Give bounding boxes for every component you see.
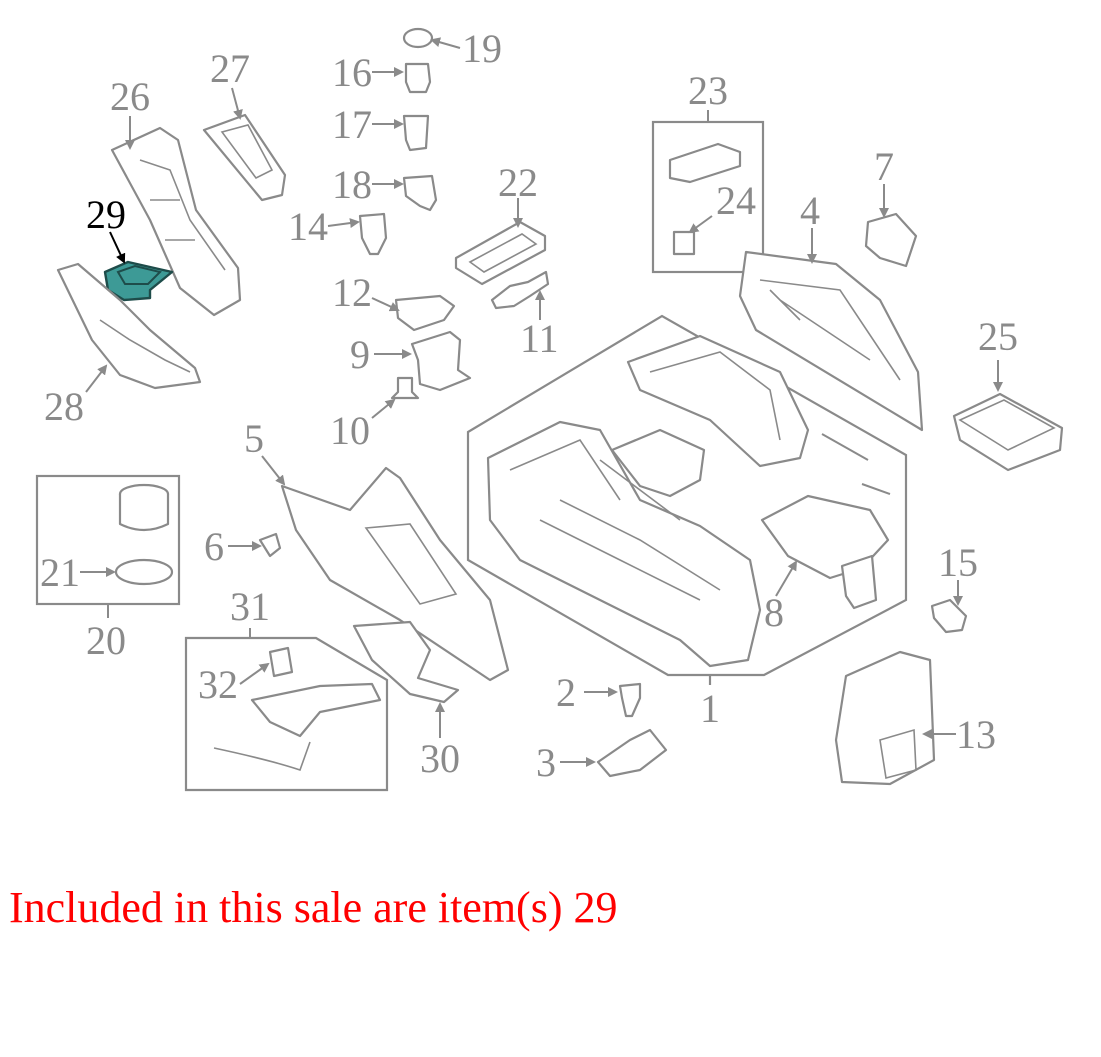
arrow-14 — [327, 218, 360, 229]
callout-26: 26 — [110, 74, 150, 119]
callout-32: 32 — [198, 662, 238, 707]
callout-2: 2 — [556, 670, 576, 715]
callout-7: 7 — [874, 144, 894, 189]
part-27-detail — [220, 124, 274, 180]
arrow-8 — [775, 560, 798, 597]
arrow-32 — [239, 662, 270, 685]
part-1-detail — [509, 439, 721, 601]
part-26-detail — [139, 159, 226, 271]
part-19-cap — [402, 27, 434, 49]
part-16-insert — [404, 62, 432, 94]
callout-9: 9 — [350, 332, 370, 377]
callout-13: 13 — [956, 712, 996, 757]
callout-16: 16 — [332, 50, 372, 95]
part-28-detail — [99, 319, 191, 373]
part-5-detail — [364, 523, 458, 605]
part-15-plug — [930, 598, 968, 634]
part-3-bracket — [596, 728, 668, 778]
part-1-console-frame — [486, 420, 762, 668]
part-1-upper-frame — [626, 334, 810, 468]
part-1-cup-holder — [610, 428, 706, 498]
part-28-side-trim — [56, 262, 202, 390]
callout-19: 19 — [462, 26, 502, 71]
part-20-ring-body — [118, 494, 170, 532]
part-26-shifter-bezel — [110, 126, 242, 317]
callout-22: 22 — [498, 160, 538, 205]
callout-27: 27 — [210, 46, 250, 91]
part-22-tray — [454, 220, 547, 286]
part-22-detail — [468, 233, 538, 273]
sale-items-note: Included in this sale are item(s) 29 — [9, 883, 618, 932]
callout-24: 24 — [716, 178, 756, 223]
part-8-armrest-lid — [760, 494, 890, 580]
part-11-mat — [490, 270, 550, 310]
part-27-shifter-cover — [202, 113, 287, 202]
part-25-bin — [952, 392, 1064, 472]
callout-20: 20 — [86, 618, 126, 663]
callout-23: 23 — [688, 68, 728, 113]
callout-25: 25 — [978, 314, 1018, 359]
callout-21: 21 — [40, 550, 80, 595]
part-12-bracket — [394, 294, 456, 332]
part-23-switch-panel — [668, 142, 742, 184]
callout-11: 11 — [520, 316, 559, 361]
part-14-socket — [358, 212, 388, 256]
callout-1: 1 — [700, 686, 720, 731]
arrow-10 — [371, 398, 396, 419]
part-9-housing — [410, 330, 472, 392]
part-31-handle — [250, 682, 382, 738]
part-25-detail — [958, 399, 1056, 451]
part-8-hinge — [840, 554, 878, 610]
part-13-detail — [879, 728, 917, 780]
callout-5: 5 — [244, 416, 264, 461]
callout-18: 18 — [332, 162, 372, 207]
part-5-console-side — [280, 466, 510, 682]
callout-30: 30 — [420, 736, 460, 781]
part-29-detail — [116, 264, 162, 285]
arrow-29 — [109, 231, 126, 264]
callout-4: 4 — [800, 188, 820, 233]
part-7-bracket — [864, 212, 918, 268]
callout-3: 3 — [536, 740, 556, 785]
arrow-19 — [430, 37, 461, 49]
arrow-24 — [688, 215, 713, 234]
callout-28: 28 — [44, 384, 84, 429]
arrow-28 — [85, 364, 108, 393]
arrow-5 — [261, 455, 286, 486]
callout-12: 12 — [332, 270, 372, 315]
part-10-fastener — [390, 376, 420, 400]
callout-17: 17 — [332, 102, 372, 147]
part-30-trim — [352, 620, 460, 704]
part-1-upper-detail — [649, 351, 781, 441]
part-1-bolt-b — [861, 483, 891, 495]
part-2-bolt — [618, 682, 642, 718]
callout-15: 15 — [938, 540, 978, 585]
part-4-side-panel — [738, 250, 924, 432]
callout-8: 8 — [764, 590, 784, 635]
callout-14: 14 — [288, 204, 328, 249]
part-31-cable — [213, 741, 311, 772]
callout-29: 29 — [86, 192, 126, 237]
part-4-detail — [759, 279, 901, 381]
part-1-bolt-a — [821, 433, 869, 461]
part-6-clip — [258, 532, 282, 558]
callout-31: 31 — [230, 584, 270, 629]
part-18-socket — [402, 174, 438, 212]
part-24-switch — [672, 230, 696, 256]
arrow-12 — [371, 297, 400, 312]
part-17-socket — [402, 114, 430, 152]
arrow-27 — [231, 87, 243, 120]
callout-10: 10 — [330, 408, 370, 453]
callout-6: 6 — [204, 524, 224, 569]
part-13-rear-panel — [834, 650, 936, 786]
part-21-ring — [114, 558, 174, 586]
group-31-box — [184, 636, 389, 792]
part-32-bracket — [268, 646, 294, 678]
